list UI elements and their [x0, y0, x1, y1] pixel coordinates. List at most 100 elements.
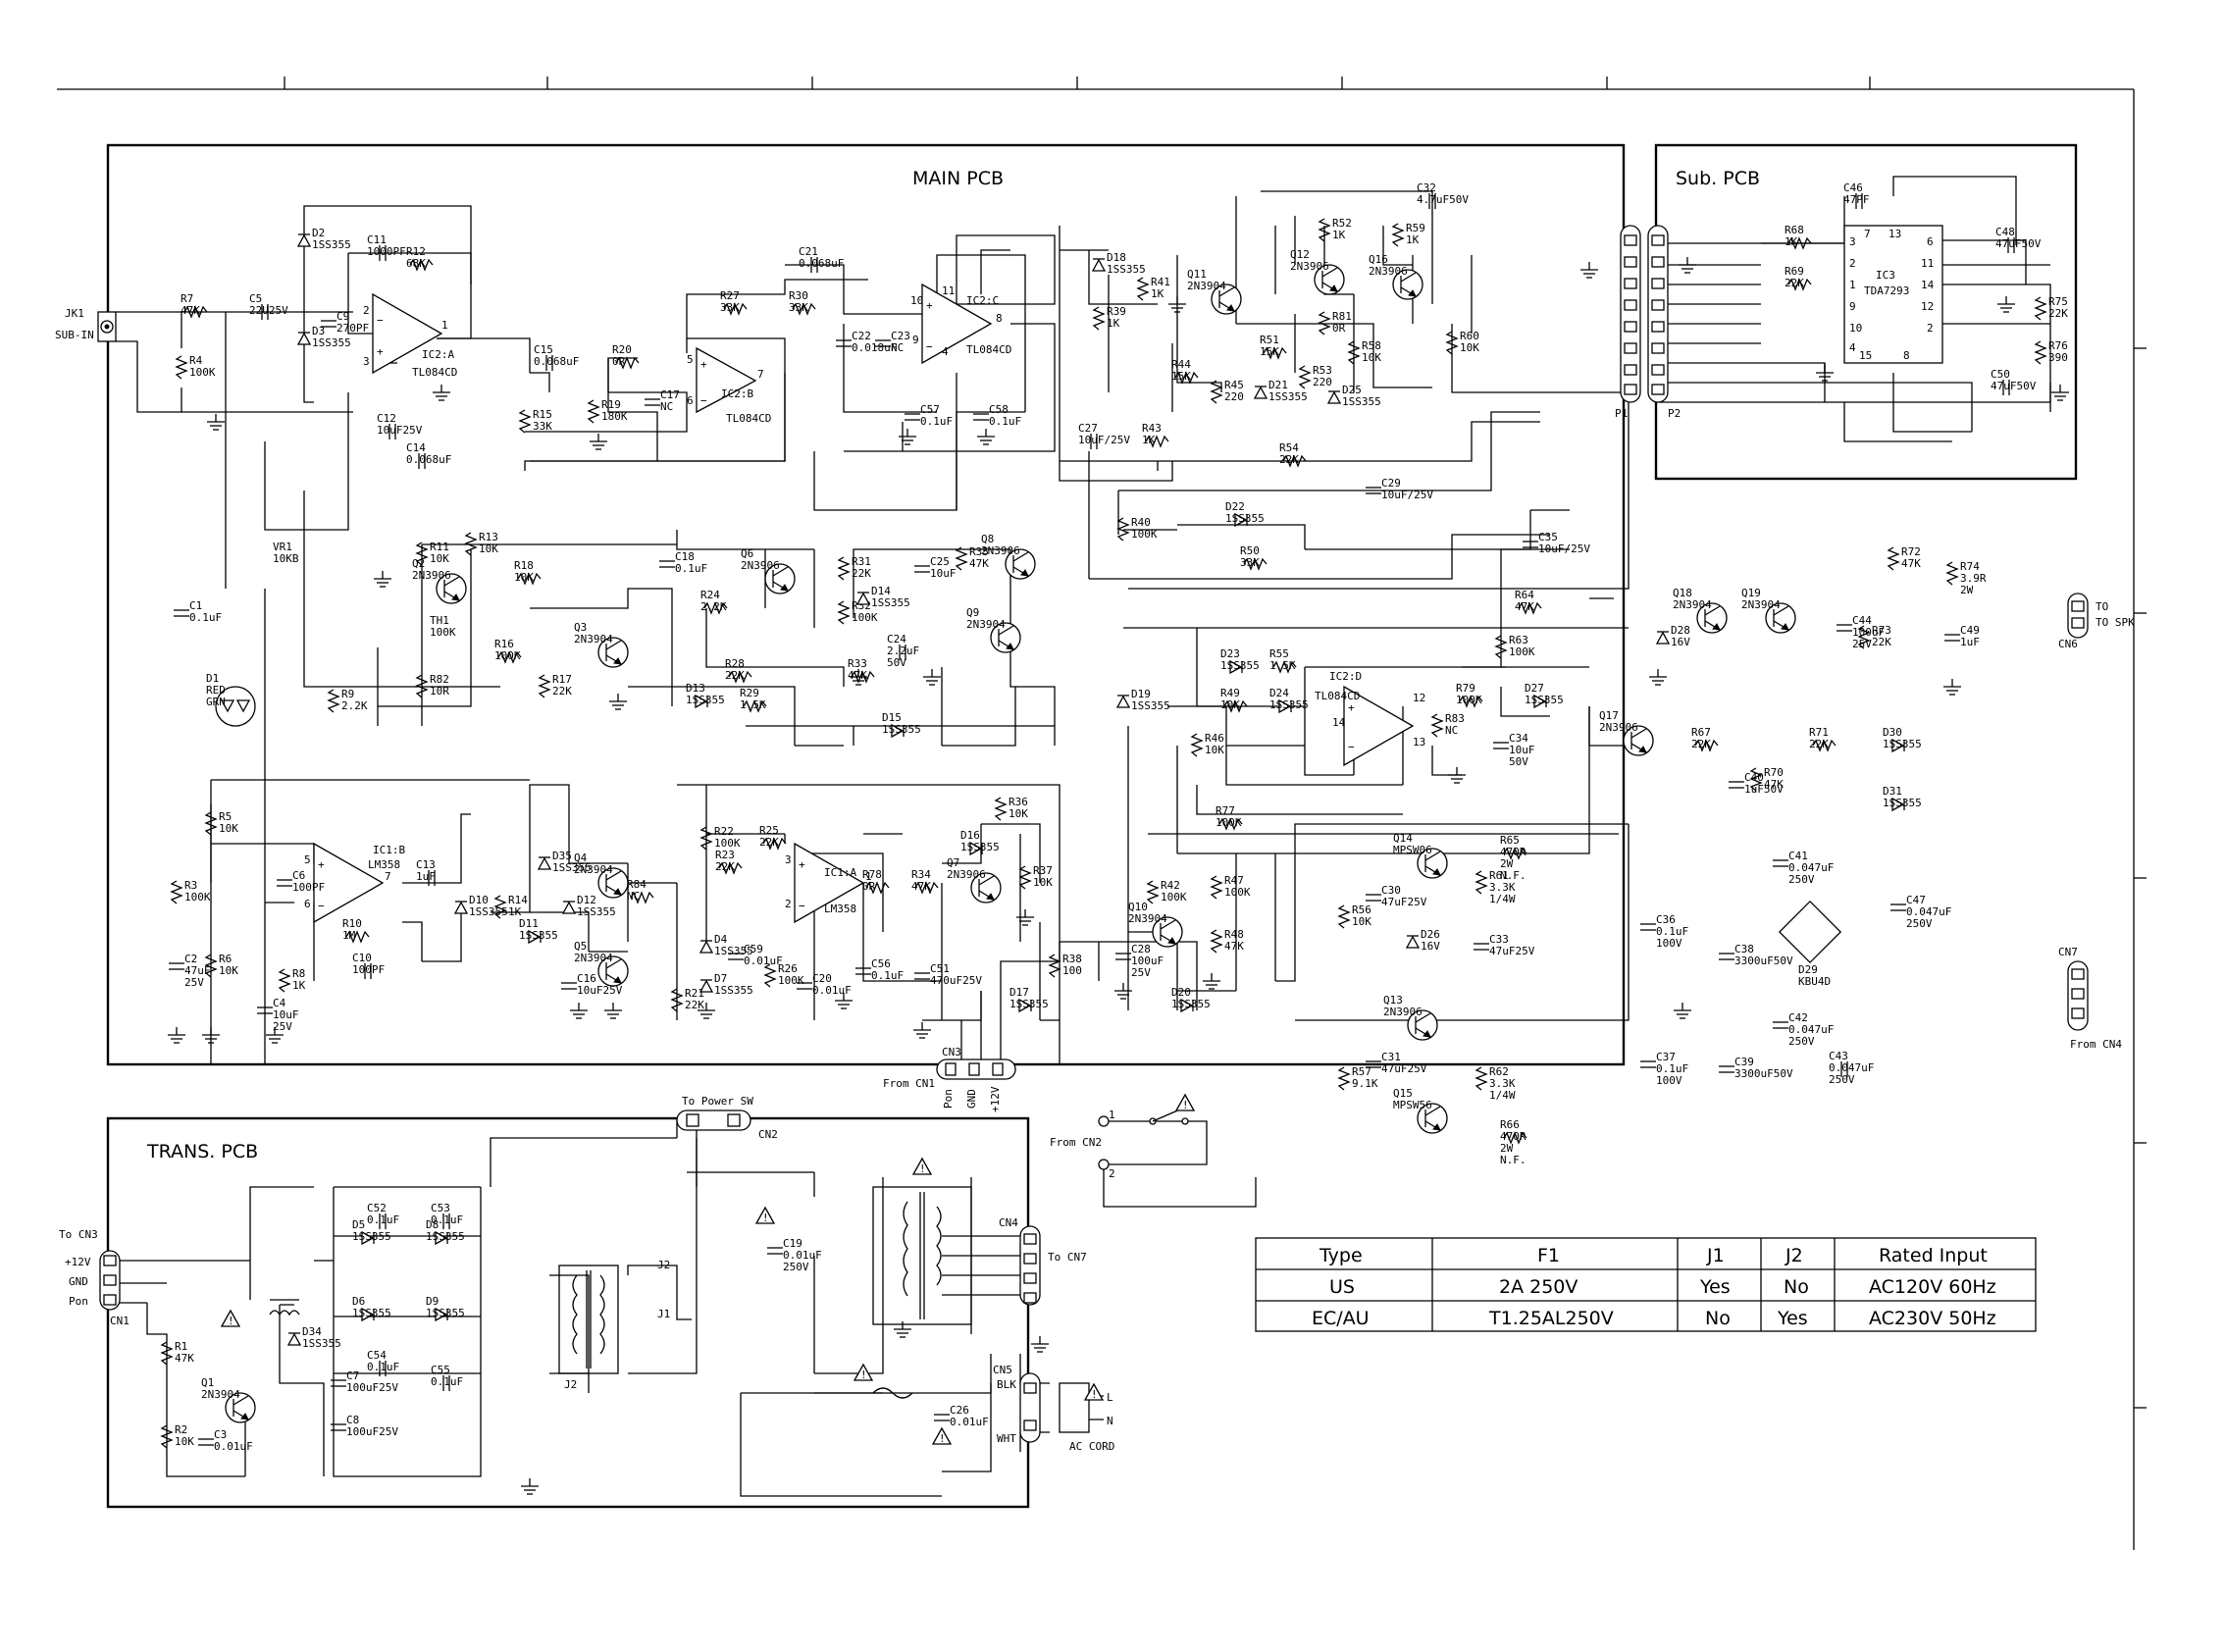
- component-value: 3300uF50V: [1734, 955, 1793, 967]
- component-ref: C44: [1852, 614, 1872, 627]
- component-value: 0.1uF: [189, 611, 222, 624]
- component-ref: D11: [519, 917, 539, 930]
- component-ref: R1: [175, 1340, 187, 1353]
- component-value: 1K: [508, 905, 522, 918]
- component-value: 2N3904: [201, 1388, 240, 1401]
- component-value: 22K: [725, 669, 745, 682]
- component-value: 0.068uF: [406, 453, 451, 466]
- component-ref: R31: [852, 555, 871, 568]
- ground-icon: [1997, 296, 2015, 313]
- component-ref: D26: [1421, 928, 1440, 941]
- component-value: 2N3904: [574, 863, 613, 876]
- component-value: 1K: [1142, 434, 1156, 446]
- warning-glyph: !: [939, 1432, 946, 1445]
- component-value: 2.2K: [700, 600, 727, 613]
- svg-text:+: +: [318, 858, 325, 871]
- svg-text:5: 5: [687, 353, 694, 366]
- component-ref: D16: [960, 829, 980, 842]
- warning-glyph: !: [919, 1162, 926, 1175]
- component-ref: Q1: [201, 1376, 214, 1389]
- component-value: 10K: [175, 1435, 194, 1448]
- power-switch-sw1[interactable]: 1 2 From CN2: [1050, 1108, 1257, 1208]
- component-value: 10K: [1362, 351, 1381, 364]
- component-value: 0.01uF: [950, 1416, 989, 1428]
- component-value: 47uF50V: [1991, 380, 2037, 392]
- component-value: 2N3906: [1599, 721, 1638, 734]
- component-value: 100K: [1216, 816, 1242, 829]
- component-ref: R53: [1313, 364, 1332, 377]
- component-ref: C14: [406, 441, 426, 454]
- component-value: 0.01uF: [214, 1440, 253, 1453]
- ground-icon: [1816, 365, 1834, 382]
- relay-rl1: [269, 1299, 300, 1316]
- component-ref: C27: [1078, 422, 1098, 435]
- t1-j2: J2: [564, 1378, 577, 1391]
- input-jack[interactable]: JK1 SUB-IN: [55, 307, 117, 342]
- table-cell: EC/AU: [1312, 1308, 1370, 1329]
- table-cell: No: [1784, 1276, 1809, 1298]
- component-value: 2N3906: [412, 569, 451, 582]
- table-cell: 2A 250V: [1499, 1276, 1578, 1298]
- svg-text:+12V: +12V: [989, 1086, 1002, 1112]
- svg-text:GND: GND: [69, 1275, 88, 1288]
- component-value: NC: [627, 890, 640, 903]
- component-value: 2W: [1960, 584, 1974, 596]
- component-value: 22K: [1691, 738, 1711, 750]
- component-ref: R71: [1809, 726, 1829, 739]
- warning-glyph: !: [228, 1315, 234, 1327]
- ground-icon: [913, 1022, 931, 1039]
- component-ref: C10: [352, 952, 372, 964]
- component-value: 0.068uF: [534, 355, 579, 368]
- component-ref: R18: [514, 559, 534, 572]
- component-ref: C52: [367, 1202, 387, 1214]
- component-ref: D3: [312, 325, 325, 337]
- component-value: 10K: [1033, 876, 1053, 889]
- svg-text:13: 13: [1413, 736, 1425, 749]
- component-ref: R70: [1764, 766, 1784, 779]
- component-value: 22K: [552, 685, 572, 697]
- spec-table: Type F1 J1 J2 Rated Input US 2A 250V Yes…: [1255, 1237, 2037, 1332]
- ground-icon: [590, 434, 607, 450]
- component-value: 2N3906: [981, 544, 1020, 557]
- component-value: 47K: [1515, 600, 1534, 613]
- component-value: 22K: [1785, 277, 1804, 289]
- component-value: 33K: [1240, 556, 1260, 569]
- svg-text:IC1:A: IC1:A: [824, 866, 856, 879]
- svg-text:7: 7: [757, 368, 764, 381]
- ground-icon: [374, 571, 391, 588]
- component-value: 0.1uF: [1656, 925, 1688, 938]
- component-value: 10R: [430, 685, 449, 697]
- component-ref: R54: [1279, 441, 1299, 454]
